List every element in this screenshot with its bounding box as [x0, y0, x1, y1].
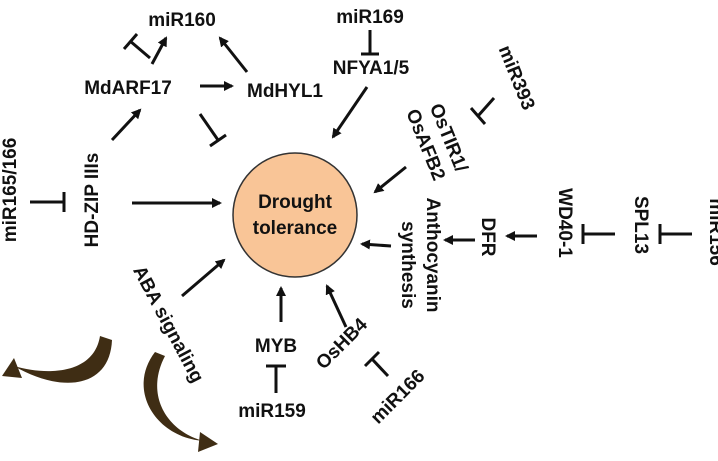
drought-tolerance-node: Drought tolerance	[232, 152, 358, 278]
node-mir160: miR160	[148, 10, 216, 31]
edge-mdarf17-to-mir160	[150, 36, 168, 65]
node-mir393: miR393	[494, 43, 539, 114]
node-hd-zip-iiis: HD-ZIP IIIs	[82, 153, 103, 248]
node-mir165-166: miR165/166	[0, 138, 21, 243]
edge-mdarf17-inhibits-drought	[198, 113, 227, 148]
edge-hdzip-to-mdarf17	[110, 108, 142, 142]
edge-mdhyl1-to-mir160	[218, 36, 249, 73]
node-aba-signaling: ABA signaling	[128, 262, 207, 386]
node-mdhyl1: MdHYL1	[247, 81, 323, 102]
edge-mir160-inhibits-mdarf17	[122, 33, 151, 60]
node-synthesis: synthesis	[397, 221, 418, 309]
edge-mir393-inhibits-ostir1	[469, 97, 496, 125]
edge-mir159-inhibits-myb	[266, 364, 286, 393]
edge-anthocyanin-to-drought	[360, 239, 392, 250]
node-mir156: miR156	[705, 198, 718, 266]
edge-nfya-to-drought	[331, 86, 369, 139]
drought-tolerance-circle	[232, 152, 358, 278]
edge-oshb4-to-drought	[325, 284, 348, 328]
curved-arrow-lower	[143, 352, 218, 452]
edge-ostir1-to-drought	[373, 165, 407, 194]
node-nfya: NFYA1/5	[333, 58, 410, 79]
node-myb: MYB	[255, 336, 297, 357]
curved-arrow-upper	[2, 336, 112, 383]
node-mir169: miR169	[336, 7, 404, 28]
node-mir159: miR159	[238, 401, 306, 422]
edge-aba-to-drought	[181, 258, 226, 298]
edge-mir166-inhibits-oshb4	[363, 350, 390, 378]
edge-mir165-inhibits-hdzip	[30, 192, 66, 212]
node-oshb4: OsHB4	[312, 314, 372, 374]
node-spl13: SPL13	[630, 196, 651, 254]
edge-mir169-inhibits-nfya	[361, 30, 379, 56]
node-wd40-1: WD40-1	[554, 188, 575, 258]
node-dfr: DFR	[477, 217, 498, 256]
edge-spl13-inhibits-wd40	[581, 224, 615, 244]
node-mdarf17: MdARF17	[84, 78, 172, 99]
center-label-line2: tolerance	[253, 218, 337, 239]
node-mir166: miR166	[367, 366, 430, 429]
edge-mir156-inhibits-spl13	[658, 224, 692, 244]
node-anthocyanin: Anthocyanin	[422, 197, 443, 312]
center-label-line1: Drought	[258, 192, 333, 213]
